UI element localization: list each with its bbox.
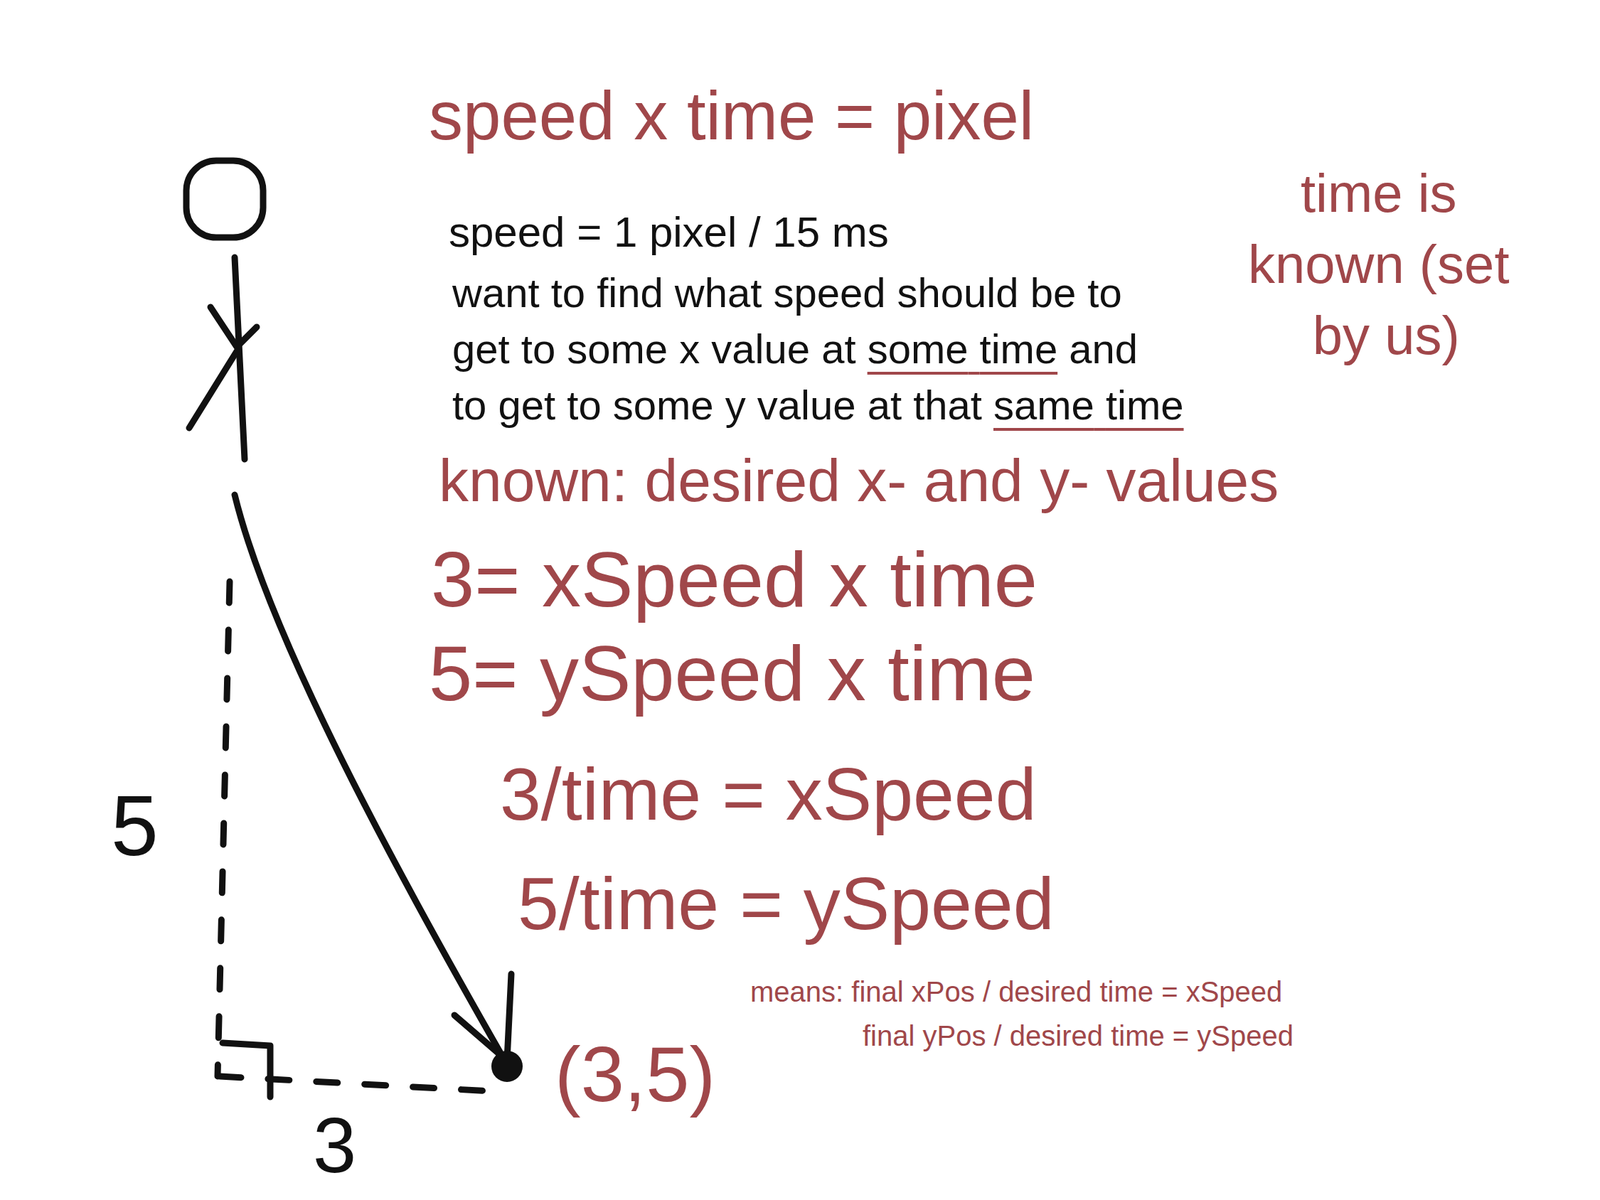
equation: 5/time = ySpeed (517, 861, 1055, 948)
explanation-note: means: final xPos / desired time = xSpee… (750, 975, 1283, 1009)
vertical-dashed-leg (217, 581, 230, 1077)
right-angle-mark (222, 1043, 271, 1098)
known-note: known: desired x- and y- values (438, 446, 1279, 516)
horizontal-dashed-leg (219, 1076, 505, 1093)
problem-statement: want to find what speed should be to get… (452, 264, 1184, 434)
equation: 5= ySpeed x time (428, 628, 1036, 719)
point-coordinate: (3,5) (554, 1029, 716, 1120)
equation: 3= xSpeed x time (430, 534, 1038, 626)
cross-stroke (189, 351, 237, 429)
dimension-label: 5 (110, 776, 159, 875)
down-stroke (234, 257, 245, 460)
dimension-label: 3 (312, 1100, 357, 1192)
equation: 3/time = xSpeed (499, 752, 1037, 838)
formula-heading: speed x time = pixel (428, 76, 1034, 156)
start-object (186, 160, 264, 238)
side-note: time is known (set by us) (1248, 157, 1525, 372)
speed-note: speed = 1 pixel / 15 ms (448, 207, 889, 257)
explanation-note: final yPos / desired time = ySpeed (862, 1019, 1294, 1053)
target-point (491, 1051, 523, 1083)
arrow-chevron (210, 307, 257, 348)
arrowhead-stroke (507, 974, 512, 1061)
